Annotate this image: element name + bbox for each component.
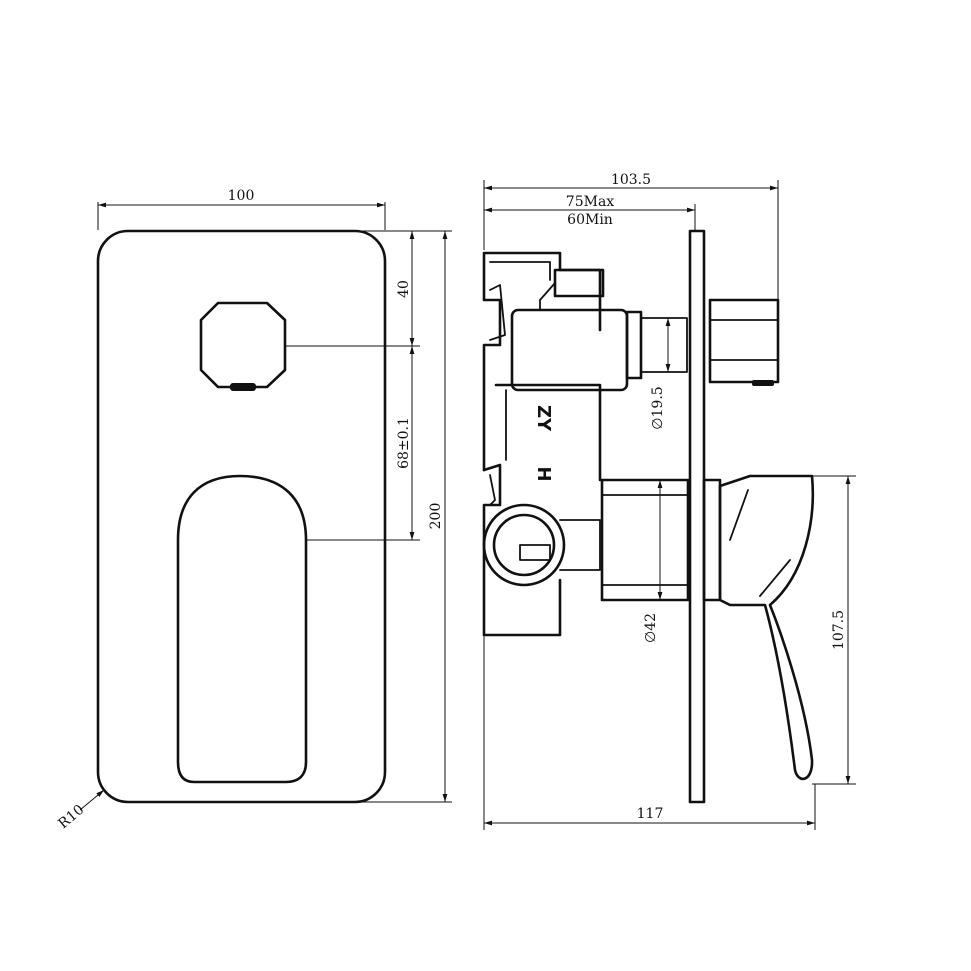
corner-radius-label: R10 bbox=[55, 802, 87, 832]
lower-valve-body bbox=[600, 478, 690, 602]
faceplate-outline bbox=[96, 229, 387, 804]
total-depth-dimension: 117 bbox=[637, 806, 664, 822]
body-mark-cold: ZY bbox=[533, 405, 554, 432]
diverter-button-base bbox=[230, 383, 256, 391]
body-mark-hot: H bbox=[533, 466, 554, 481]
depth-min-dimension: 60Min bbox=[567, 212, 613, 228]
side-view: ZY H 103.5 75Max 60Min ∅19.5 ∅42 107.5 1… bbox=[482, 172, 856, 830]
lever-handle-side bbox=[718, 474, 815, 781]
body-diameter-dimension: ∅42 bbox=[643, 613, 659, 643]
overall-depth-dimension: 103.5 bbox=[611, 172, 651, 188]
front-height-dimension: 200 bbox=[428, 503, 444, 530]
front-width-dimension: 100 bbox=[228, 188, 255, 204]
front-view: 100 200 40 68±0.1 R10 bbox=[55, 188, 452, 832]
button-offset-dimension: 40 bbox=[396, 280, 412, 298]
spacing-dimension: 68±0.1 bbox=[396, 417, 412, 469]
depth-max-dimension: 75Max bbox=[566, 194, 614, 210]
handle-height-dimension: 107.5 bbox=[831, 610, 847, 650]
wall-plate bbox=[688, 229, 706, 804]
outlet-diameter-dimension: ∅19.5 bbox=[650, 386, 666, 429]
rough-in-body bbox=[482, 251, 602, 472]
inlet-port-ring bbox=[482, 503, 566, 587]
diverter-button bbox=[199, 301, 287, 389]
lever-handle-front bbox=[176, 474, 308, 784]
outlet-button-side bbox=[708, 298, 780, 384]
upper-cartridge bbox=[510, 308, 629, 392]
